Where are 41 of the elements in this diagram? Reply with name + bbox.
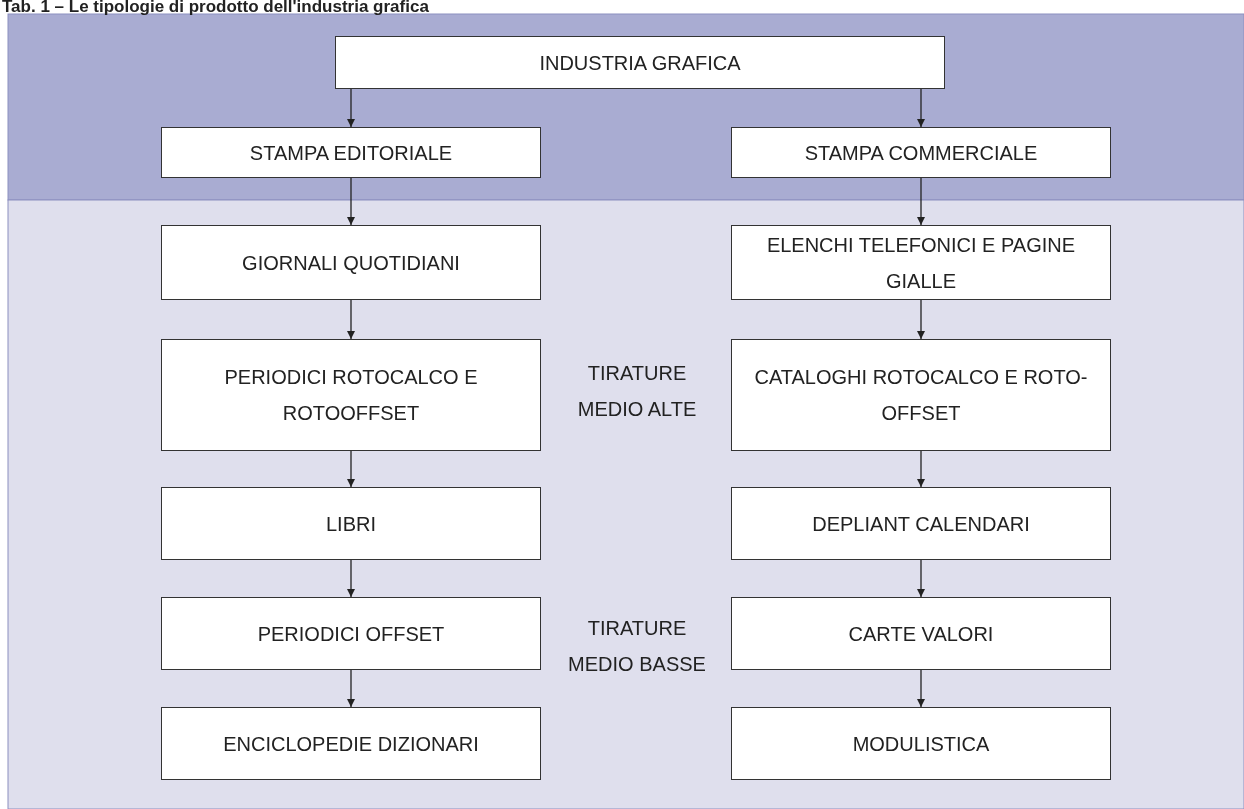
category-box xyxy=(161,225,541,300)
category-box xyxy=(731,597,1111,670)
box-label: LIBRI xyxy=(326,511,376,537)
print-run-note: TIRATURE MEDIO BASSE xyxy=(567,616,707,677)
category-box xyxy=(161,707,541,780)
arrow xyxy=(347,177,355,226)
arrow xyxy=(347,88,355,128)
box-label: DEPLIANT CALENDARI xyxy=(812,511,1030,537)
box-label: ELENCHI TELEFONICI E PAGINE GIALLE xyxy=(765,232,1077,294)
box-label: STAMPA COMMERCIALE xyxy=(804,140,1038,166)
category-box xyxy=(161,339,541,451)
box-label: CARTE VALORI xyxy=(848,621,994,647)
root-box xyxy=(335,36,945,89)
box-label: STAMPA EDITORIALE xyxy=(249,140,453,166)
box-label: MODULISTICA xyxy=(852,731,990,757)
category-box xyxy=(161,127,541,178)
box-label: PERIODICI ROTOCALCO E ROTOOFFSET xyxy=(223,365,479,426)
category-box xyxy=(731,225,1111,300)
arrow xyxy=(917,450,925,488)
arrow xyxy=(917,88,925,128)
arrow xyxy=(347,559,355,598)
arrow xyxy=(917,177,925,226)
table-title: Tab. 1 – Le tipologie di prodotto dell'industria grafica xyxy=(2,0,429,17)
category-box xyxy=(161,487,541,560)
box-label: CATALOGHI ROTOCALCO E ROTO-OFFSET xyxy=(753,365,1089,426)
category-box xyxy=(731,127,1111,178)
box-label: ENCICLOPEDIE DIZIONARI xyxy=(223,731,479,757)
arrow xyxy=(347,669,355,708)
arrow xyxy=(917,559,925,598)
box-label: GIORNALI QUOTIDIANI xyxy=(242,250,460,276)
arrow xyxy=(347,450,355,488)
category-box xyxy=(731,707,1111,780)
arrow xyxy=(347,299,355,340)
box-label: INDUSTRIA GRAFICA xyxy=(539,50,741,76)
arrow xyxy=(917,669,925,708)
box-label: PERIODICI OFFSET xyxy=(257,621,445,647)
print-run-note: TIRATURE MEDIO ALTE xyxy=(576,361,698,422)
arrow xyxy=(917,299,925,340)
category-box xyxy=(161,597,541,670)
category-box xyxy=(731,487,1111,560)
category-box xyxy=(731,339,1111,451)
